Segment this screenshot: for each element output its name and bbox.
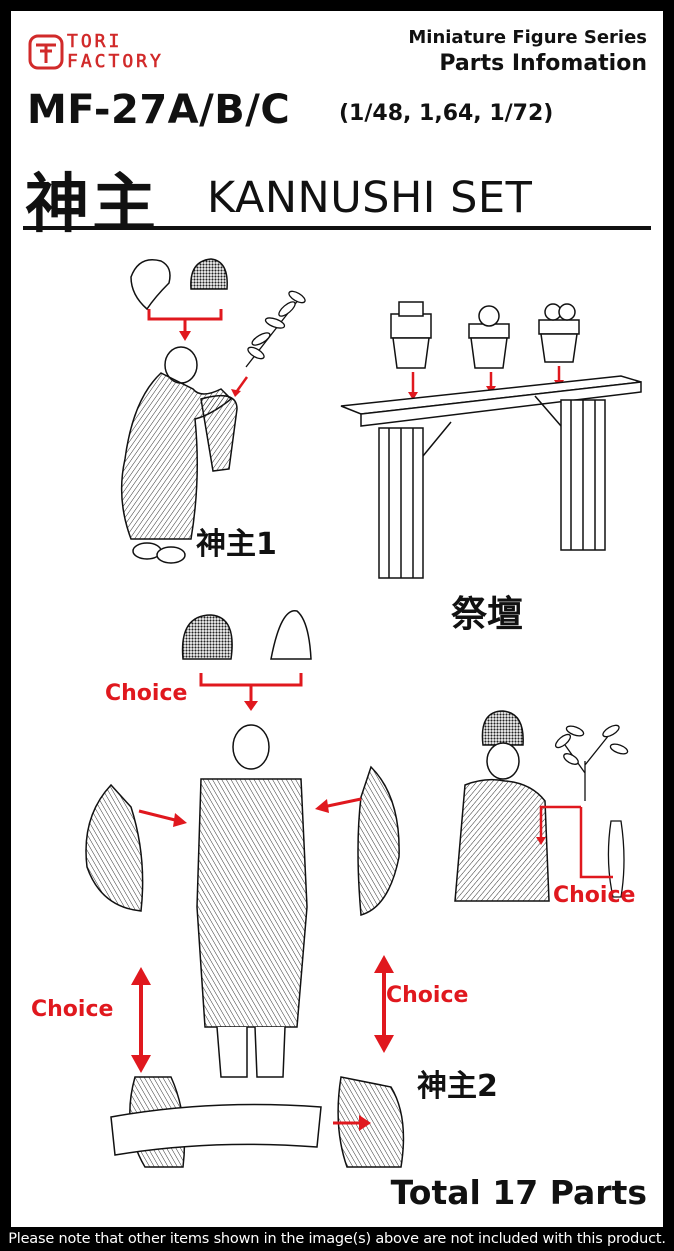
figure-2-label: 神主2: [417, 1069, 498, 1104]
closeup-body: [454, 778, 550, 902]
closeup-branch: [554, 724, 629, 801]
product-title-jp: 神主: [25, 168, 159, 242]
choice-arrow-right: [374, 955, 394, 1053]
product-code: MF-27A/B/C: [27, 87, 291, 133]
priest-body: [196, 778, 308, 1028]
branch-arrowhead: [231, 389, 241, 397]
hat-choice-arrowhead: [244, 701, 258, 711]
brand-line-2: FACTORY: [67, 51, 164, 72]
sakaki-branch: [245, 290, 306, 368]
hat-choice-light: [270, 610, 312, 660]
hat-choice-bracket: [199, 673, 303, 687]
hat-bracket: [147, 309, 223, 321]
figure-1-illustration: [120, 258, 306, 564]
hat-part-dark: [190, 258, 228, 290]
product-scales: (1/48, 1,64, 1/72): [339, 101, 554, 126]
right-sleeve: [357, 765, 400, 916]
choice-label-closeup: Choice: [553, 883, 636, 908]
tori-logo-icon: [28, 34, 64, 70]
choice-label-hat: Choice: [105, 681, 188, 706]
info-sheet: TORI FACTORY Miniature Figure Series Par…: [11, 11, 663, 1227]
choice-label-left: Choice: [31, 997, 114, 1022]
hat-choice-dark: [181, 614, 233, 660]
hat-part-light: [130, 259, 171, 311]
series-title: Miniature Figure Series: [408, 27, 647, 48]
hat-arrowhead: [179, 331, 191, 341]
left-sleeve: [85, 783, 144, 912]
altar-illustration: [340, 301, 642, 579]
product-title-en: KANNUSHI SET: [207, 173, 533, 223]
brand-logo: TORI FACTORY: [27, 31, 202, 77]
altar-table: [340, 375, 642, 579]
norito-scroll: [110, 1103, 322, 1156]
choice-arrow-left: [131, 967, 151, 1073]
figure-1-label: 神主1: [196, 527, 277, 562]
offering-stands: [390, 301, 580, 369]
disclaimer-notice: Please note that other items shown in th…: [8, 1231, 666, 1247]
series-subtitle: Parts Infomation: [439, 51, 647, 76]
title-divider: [23, 226, 651, 230]
figure-2-illustration: [85, 610, 405, 1168]
brand-line-1: TORI: [67, 31, 123, 52]
altar-label: 祭壇: [451, 594, 524, 635]
choice-label-right: Choice: [386, 983, 469, 1008]
choice-bracket: [579, 807, 613, 879]
closeup-illustration: [454, 710, 629, 902]
total-parts: Total 17 Parts: [390, 1173, 647, 1212]
